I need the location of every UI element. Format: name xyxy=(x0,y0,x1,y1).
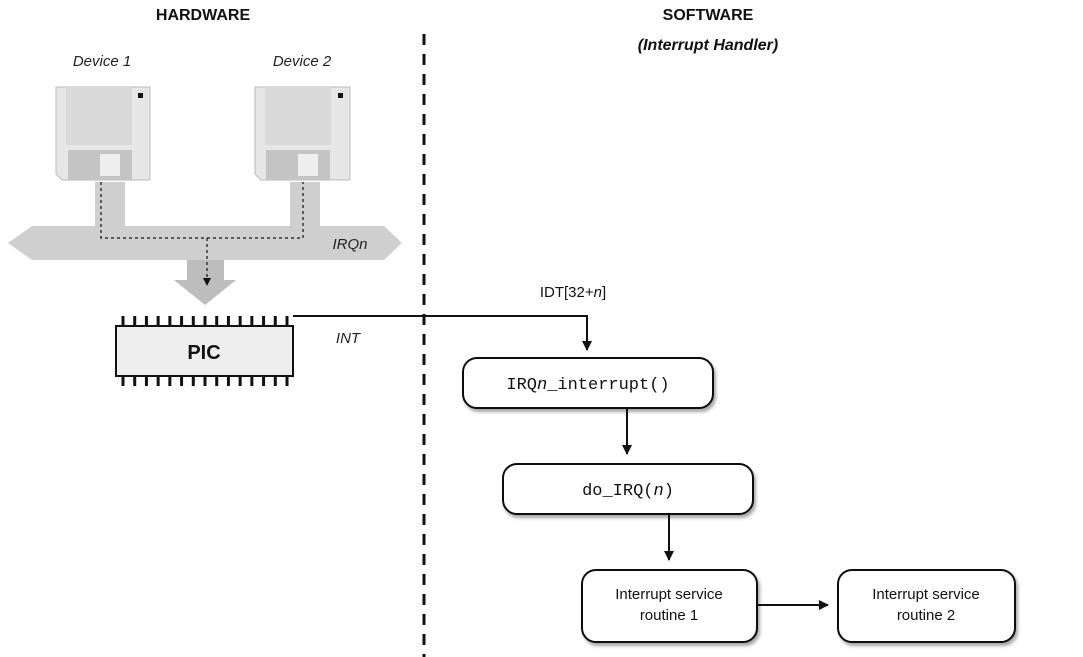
pic-pin xyxy=(121,316,125,326)
device-1-bus-stub xyxy=(95,182,125,228)
irq-bus-label: IRQn xyxy=(332,236,367,253)
pic-body xyxy=(115,325,294,377)
irq-interrupt-label: IRQn_interrupt() xyxy=(506,376,669,395)
software-header: SOFTWARE xyxy=(663,7,754,24)
isr-2-label-line1: Interrupt service xyxy=(872,586,980,603)
isr-1-label-line1: Interrupt service xyxy=(615,586,723,603)
pic-pin xyxy=(144,316,148,326)
pic-pin xyxy=(226,376,230,386)
floppy-disk-icon xyxy=(254,86,351,181)
device-1-label: Device 1 xyxy=(73,53,131,70)
irq-signal-arrowhead xyxy=(203,278,211,286)
pic-pin xyxy=(250,316,254,326)
pic-pins-top xyxy=(121,316,289,326)
int-label: INT xyxy=(336,330,362,347)
pic-pin xyxy=(168,376,172,386)
pic-pin xyxy=(133,316,137,326)
isr-1-node: Interrupt service routine 1 xyxy=(581,569,758,643)
do-irq-label: do_IRQ(n) xyxy=(582,482,674,501)
pic-pin xyxy=(250,376,254,386)
pic-pin xyxy=(285,316,289,326)
pic-pin xyxy=(226,316,230,326)
bus-to-pic-arrow xyxy=(174,260,236,305)
pic-chip: PIC xyxy=(115,316,294,386)
pic-pin xyxy=(285,376,289,386)
pic-pin xyxy=(156,316,160,326)
pic-pin xyxy=(203,376,207,386)
pic-pin xyxy=(215,316,219,326)
pic-pin xyxy=(180,316,184,326)
pic-label: PIC xyxy=(187,342,220,364)
irq-interrupt-node: IRQn_interrupt() xyxy=(462,357,714,409)
pic-pin xyxy=(215,376,219,386)
device-2-bus-stub xyxy=(290,182,320,228)
floppy-disk-icon xyxy=(55,86,151,181)
isr-2-node: Interrupt service routine 2 xyxy=(837,569,1016,643)
pic-pin xyxy=(238,316,242,326)
pic-pin xyxy=(121,376,125,386)
irq-bus xyxy=(8,226,402,260)
device-1 xyxy=(55,86,151,181)
pic-pin xyxy=(191,316,195,326)
software-subheader: (Interrupt Handler) xyxy=(638,37,778,54)
idt-entry-label: IDT[32+n] xyxy=(540,284,606,301)
pic-pin xyxy=(203,316,207,326)
pic-pin xyxy=(238,376,242,386)
pic-pin xyxy=(180,376,184,386)
hardware-header: HARDWARE xyxy=(156,7,251,24)
pic-pin xyxy=(144,376,148,386)
device-2-label: Device 2 xyxy=(273,53,332,70)
pic-pin xyxy=(273,316,277,326)
device-2 xyxy=(254,86,351,181)
pic-pin xyxy=(156,376,160,386)
isr-2-label-line2: routine 2 xyxy=(897,607,955,624)
do-irq-node: do_IRQ(n) xyxy=(502,463,754,515)
pic-pin xyxy=(273,376,277,386)
pic-pins-bottom xyxy=(121,376,289,386)
int-line xyxy=(293,315,592,351)
isr-1-label-line2: routine 1 xyxy=(640,607,698,624)
pic-pin xyxy=(262,316,266,326)
pic-pin xyxy=(133,376,137,386)
pic-pin xyxy=(168,316,172,326)
pic-pin xyxy=(191,376,195,386)
pic-pin xyxy=(262,376,266,386)
irq-signal-path xyxy=(100,182,304,280)
